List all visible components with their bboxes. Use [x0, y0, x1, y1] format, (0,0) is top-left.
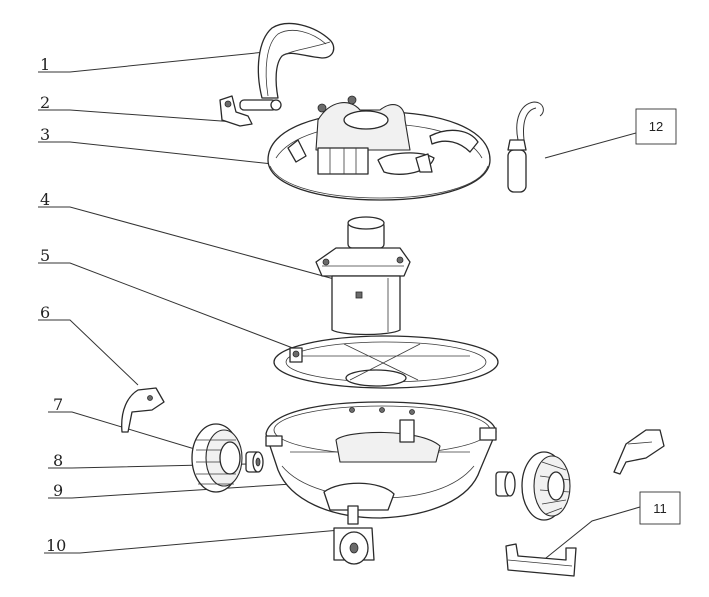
callout-12: 12	[649, 119, 663, 134]
right-wheel-icon	[495, 451, 571, 521]
right-side-bracket-icon	[613, 429, 665, 475]
callout-10: 10	[46, 536, 66, 555]
leader-line-7	[48, 411, 199, 451]
callout-3: 3	[40, 125, 50, 144]
base-body-icon	[265, 401, 497, 519]
leader-line-11	[540, 506, 641, 563]
motor-unit-icon	[315, 216, 411, 336]
filter-frame-icon	[273, 335, 499, 389]
left-wheel-icon	[191, 423, 243, 493]
brush-holder-icon	[505, 543, 577, 577]
handle-icon	[257, 22, 335, 99]
swivel-caster-icon	[333, 505, 375, 565]
side-bracket-icon	[121, 387, 165, 433]
leader-line-5	[38, 262, 299, 351]
leader-line-8	[48, 463, 249, 469]
bearing-icon	[245, 451, 264, 473]
callout-box-12	[635, 108, 677, 145]
leader-line-3	[38, 141, 283, 166]
callout-8: 8	[53, 451, 63, 470]
callout-box-11	[639, 491, 681, 525]
leader-line-1	[38, 49, 286, 73]
leader-line-2	[38, 109, 236, 123]
leader-line-9	[48, 483, 293, 499]
hook-cable-icon	[507, 101, 544, 193]
callout-1: 1	[40, 55, 50, 74]
leader-line-6	[38, 319, 139, 386]
leader-line-4	[38, 206, 346, 283]
top-cover-icon	[267, 95, 491, 201]
callout-7: 7	[53, 395, 63, 414]
leader-lines	[38, 49, 641, 563]
handle-clip-icon	[219, 95, 282, 127]
callout-4: 4	[40, 190, 50, 209]
callout-2: 2	[40, 93, 50, 112]
callout-numbers: 1 2 3 4 5 6 7 8 9 10 11 12	[40, 55, 681, 555]
callout-6: 6	[40, 303, 50, 322]
callout-5: 5	[40, 246, 50, 265]
leader-line-12	[544, 132, 637, 159]
callout-11: 11	[653, 501, 667, 516]
callout-9: 9	[53, 481, 63, 500]
leader-line-10	[44, 529, 341, 554]
